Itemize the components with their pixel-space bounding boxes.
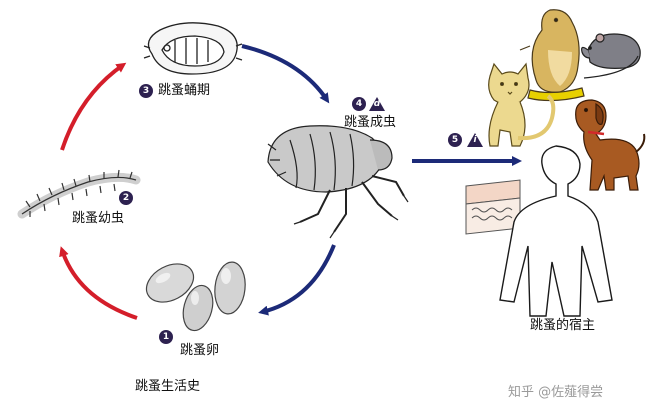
larva-step-badge: 2: [119, 191, 133, 205]
host-letter: i: [473, 135, 477, 145]
pupa-label: 跳蚤蛹期: [158, 83, 211, 98]
flea-icon: [267, 125, 409, 239]
arrow-adult-to-egg: [258, 244, 336, 316]
larva-icon: [17, 169, 141, 219]
pupa-step-badge: 3: [139, 84, 153, 98]
adult-letter: d: [373, 99, 381, 109]
host-letter-badge: i: [467, 133, 483, 147]
arrow-pupa-to-adult: [241, 44, 330, 104]
arrow-egg-to-larva: [59, 246, 138, 320]
rat-icon: [581, 33, 641, 79]
human-silhouette-icon: [499, 145, 613, 317]
eggs-icon: [145, 261, 246, 332]
diagram-caption: 跳蚤生活史: [135, 379, 201, 394]
skin-section-icon: [465, 179, 521, 235]
larva-label: 跳蚤幼虫: [72, 211, 125, 226]
watermark: 知乎 @佐薤得尝: [508, 385, 604, 400]
host-label: 跳蚤的宿主: [530, 318, 596, 333]
egg-step-badge: 1: [159, 330, 173, 344]
cat-icon: [488, 62, 556, 147]
arrow-larva-to-pupa: [60, 62, 127, 151]
adult-label: 跳蚤成虫: [344, 115, 397, 130]
pupa-icon: [143, 22, 243, 75]
dog-icon: [575, 99, 646, 191]
adult-letter-badge: d: [369, 97, 385, 111]
egg-label: 跳蚤卵: [180, 343, 220, 358]
host-step-badge: 5: [448, 133, 462, 147]
adult-step-badge: 4: [352, 97, 366, 111]
prairie-dog-icon: [519, 9, 585, 102]
